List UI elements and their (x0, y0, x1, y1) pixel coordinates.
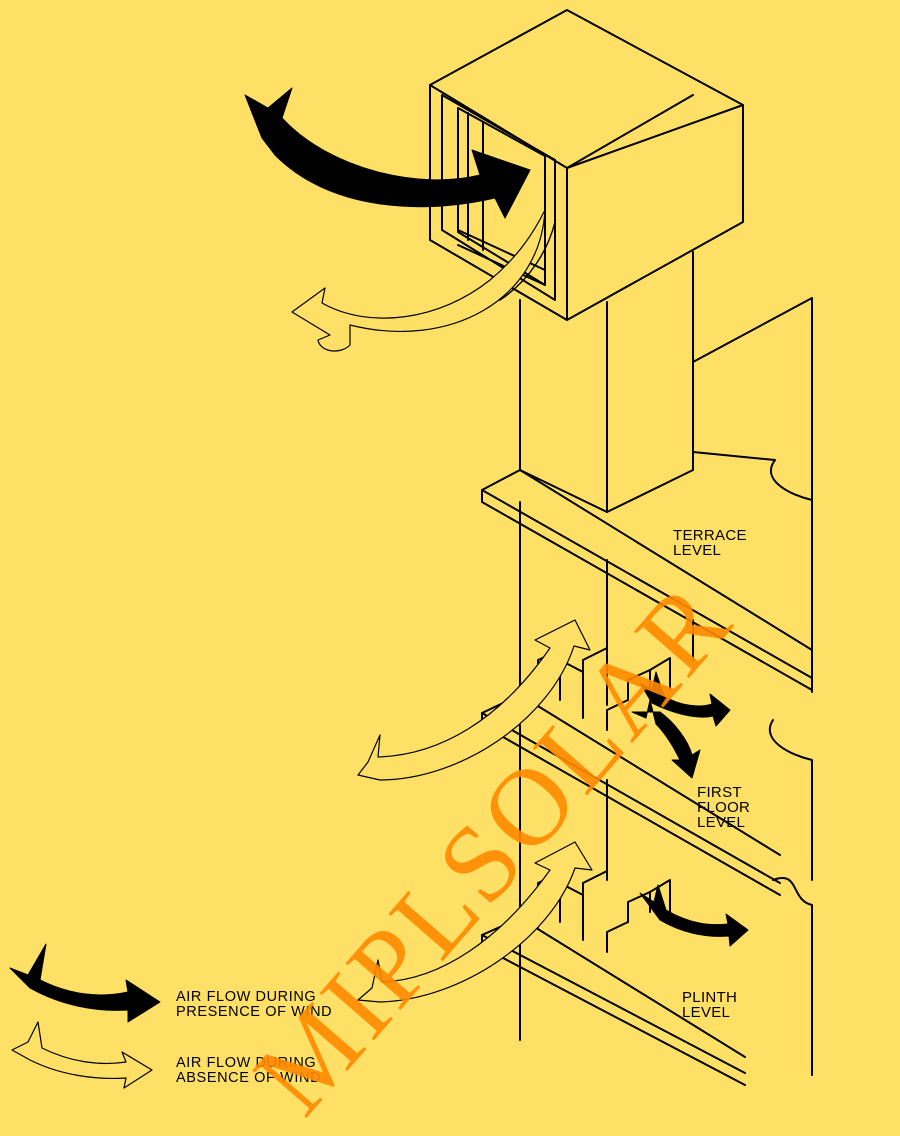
wind-tower-diagram: TERRACE LEVEL FIRST FLOOR LEVEL PLINTH L… (0, 0, 900, 1093)
first-floor-level-label: FIRST FLOOR LEVEL (697, 785, 750, 830)
legend-symbol-wind-absent (12, 1022, 152, 1088)
legend-symbol-wind-present (10, 944, 160, 1022)
wind-absent-arrow-top (292, 210, 555, 351)
wind-present-arrow-top (245, 88, 530, 218)
first-floor-label-line-3: LEVEL (697, 815, 750, 830)
terrace-label-line-2: LEVEL (673, 543, 747, 558)
wind-present-arrow-plinth (640, 885, 748, 946)
plinth-level-label: PLINTH LEVEL (682, 990, 737, 1020)
first-floor-label-line-1: FIRST (697, 785, 750, 800)
plinth-label-line-1: PLINTH (682, 990, 737, 1005)
plinth-label-line-2: LEVEL (682, 1005, 737, 1020)
first-floor-label-line-2: FLOOR (697, 800, 750, 815)
terrace-level-label: TERRACE LEVEL (673, 528, 747, 558)
terrace-label-line-1: TERRACE (673, 528, 747, 543)
